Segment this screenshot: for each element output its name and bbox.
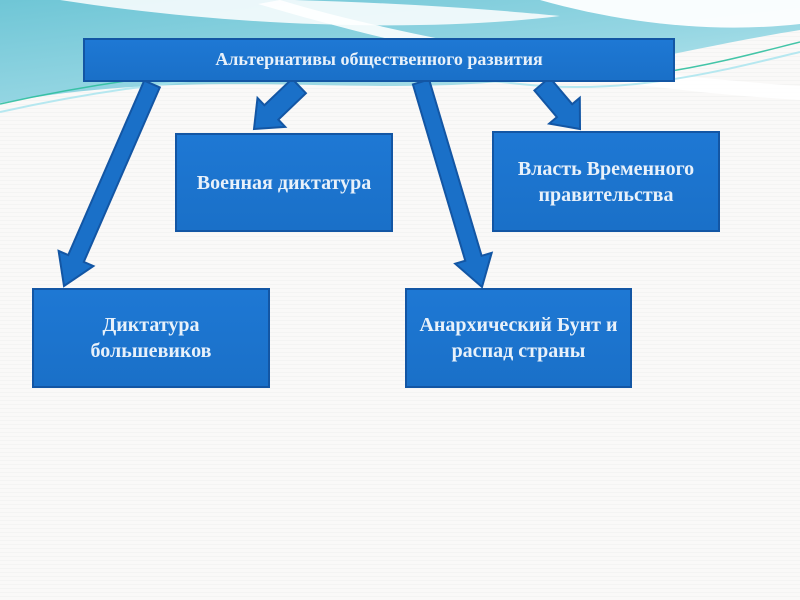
arrow-root-to-anarchic-revolt	[411, 78, 494, 289]
arrow-root-to-military-dictatorship	[252, 77, 308, 131]
node-bolshevik-label: Диктатура большевиков	[90, 314, 212, 362]
node-root-title: Альтернативы общественного развития	[83, 38, 675, 82]
node-military-dictatorship: Военная диктатура	[175, 133, 393, 232]
node-anarchy-label: Анархический Бунт и распад страны	[419, 314, 618, 362]
node-provisional-government: Власть Временного правительства	[492, 131, 720, 232]
arrow-root-to-bolshevik-dictatorship	[57, 79, 162, 288]
node-bolshevik-dictatorship: Диктатура большевиков	[32, 288, 270, 388]
node-root-label: Альтернативы общественного развития	[215, 49, 543, 70]
node-anarchic-revolt: Анархический Бунт и распад страны	[405, 288, 632, 388]
wave-swoosh-top-right	[540, 0, 800, 28]
node-military-label: Военная диктатура	[196, 171, 372, 194]
arrow-root-to-provisional-government	[532, 76, 582, 131]
node-provisional-label: Власть Временного правительства	[517, 157, 695, 206]
